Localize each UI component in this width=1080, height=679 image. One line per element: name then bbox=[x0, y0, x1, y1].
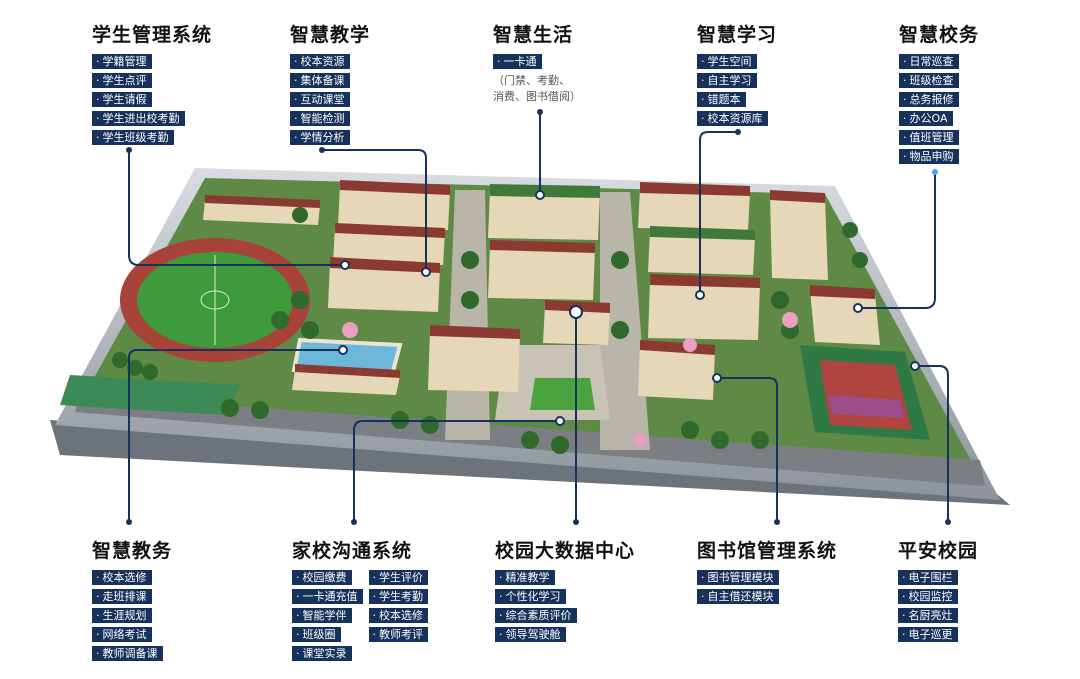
group-smart-affairs: 智慧校务 日常巡查 班级检查 总务报修 办公OA 值班管理 物品申购 bbox=[899, 24, 979, 168]
feature-tag: 课堂实录 bbox=[292, 646, 352, 661]
feature-tag: 教师考评 bbox=[368, 627, 428, 642]
feature-tag: 精准教学 bbox=[495, 570, 555, 585]
feature-tag: 班级检查 bbox=[899, 73, 959, 88]
group-home-school: 家校沟通系统 校园缴费 一卡通充值 智能学伴 班级圈 课堂实录 学生评价 学生考… bbox=[292, 540, 428, 665]
feature-tag: 图书管理模块 bbox=[697, 570, 779, 585]
feature-tag: 一卡通 bbox=[493, 54, 542, 69]
feature-tag: 校本选修 bbox=[92, 570, 152, 585]
group-title: 智慧校务 bbox=[899, 24, 980, 46]
group-title: 家校沟通系统 bbox=[292, 540, 413, 562]
feature-tag: 校园缴费 bbox=[292, 570, 352, 585]
group-student-management: 学生管理系统 学籍管理 学生点评 学生请假 学生进出校考勤 学生班级考勤 bbox=[92, 24, 212, 149]
feature-tag: 生涯规划 bbox=[92, 608, 152, 623]
feature-tag: 学生空间 bbox=[697, 54, 757, 69]
feature-tag: 走班排课 bbox=[92, 589, 152, 604]
feature-tag: 电子围栏 bbox=[898, 570, 958, 585]
feature-tag: 总务报修 bbox=[899, 92, 959, 107]
feature-tag: 电子巡更 bbox=[898, 627, 958, 642]
feature-tag: 物品申购 bbox=[899, 149, 959, 164]
group-safe-campus: 平安校园 电子围栏 校园监控 名厨亮灶 电子巡更 bbox=[898, 540, 978, 646]
feature-tag: 自主借还模块 bbox=[697, 589, 779, 604]
plaza-lawn bbox=[530, 378, 595, 410]
feature-tag: 一卡通充值 bbox=[292, 589, 363, 604]
group-title: 校园大数据中心 bbox=[495, 540, 636, 562]
feature-tag: 校园监控 bbox=[898, 589, 958, 604]
feature-tag: 错题本 bbox=[697, 92, 746, 107]
group-title: 智慧学习 bbox=[697, 24, 778, 46]
feature-tag: 综合素质评价 bbox=[495, 608, 577, 623]
group-smart-life: 智慧生活 一卡通 （门禁、考勤、 消费、图书借阅） bbox=[493, 24, 581, 105]
feature-tag: 学生考勤 bbox=[368, 589, 428, 604]
group-big-data: 校园大数据中心 精准教学 个性化学习 综合素质评价 领导驾驶舱 bbox=[495, 540, 635, 646]
group-smart-teaching: 智慧教学 校本资源 集体备课 互动课堂 智能检测 学情分析 bbox=[290, 24, 370, 149]
feature-tag: 学生班级考勤 bbox=[92, 130, 174, 145]
group-library: 图书馆管理系统 图书管理模块 自主借还模块 bbox=[697, 540, 837, 608]
feature-tag: 校本资源 bbox=[290, 54, 350, 69]
feature-note: 消费、图书借阅） bbox=[493, 90, 581, 103]
feature-tag: 互动课堂 bbox=[290, 92, 350, 107]
feature-tag: 领导驾驶舱 bbox=[495, 627, 566, 642]
feature-tag: 班级圈 bbox=[292, 627, 341, 642]
feature-tag: 名厨亮灶 bbox=[898, 608, 958, 623]
feature-tag: 日常巡查 bbox=[899, 54, 959, 69]
group-smart-edu-affairs: 智慧教务 校本选修 走班排课 生涯规划 网络考试 教师调备课 bbox=[92, 540, 172, 665]
blossom-trees bbox=[342, 312, 798, 447]
feature-note: （门禁、考勤、 bbox=[493, 74, 570, 87]
feature-tag: 学情分析 bbox=[290, 130, 350, 145]
feature-tag: 校本资源库 bbox=[697, 111, 768, 126]
feature-tag: 集体备课 bbox=[290, 73, 350, 88]
group-title: 智慧生活 bbox=[493, 24, 574, 46]
feature-tag: 办公OA bbox=[899, 111, 953, 126]
feature-tag: 学生进出校考勤 bbox=[92, 111, 185, 126]
feature-tag: 学生点评 bbox=[92, 73, 152, 88]
feature-tag: 网络考试 bbox=[92, 627, 152, 642]
feature-tag: 校本选修 bbox=[368, 608, 428, 623]
feature-tag: 学生请假 bbox=[92, 92, 152, 107]
feature-tag: 智能学伴 bbox=[292, 608, 352, 623]
group-title: 智慧教学 bbox=[290, 24, 371, 46]
group-title: 学生管理系统 bbox=[92, 24, 213, 46]
feature-tag: 值班管理 bbox=[899, 130, 959, 145]
feature-tag: 自主学习 bbox=[697, 73, 757, 88]
purple-court bbox=[828, 395, 905, 418]
group-title: 图书馆管理系统 bbox=[697, 540, 838, 562]
feature-tag: 学籍管理 bbox=[92, 54, 152, 69]
feature-tag: 智能检测 bbox=[290, 111, 350, 126]
group-title: 智慧教务 bbox=[92, 540, 173, 562]
group-smart-learning: 智慧学习 学生空间 自主学习 错题本 校本资源库 bbox=[697, 24, 777, 130]
feature-tag: 学生评价 bbox=[368, 570, 428, 585]
feature-tag: 个性化学习 bbox=[495, 589, 566, 604]
feature-tag: 教师调备课 bbox=[92, 646, 163, 661]
group-title: 平安校园 bbox=[898, 540, 979, 562]
